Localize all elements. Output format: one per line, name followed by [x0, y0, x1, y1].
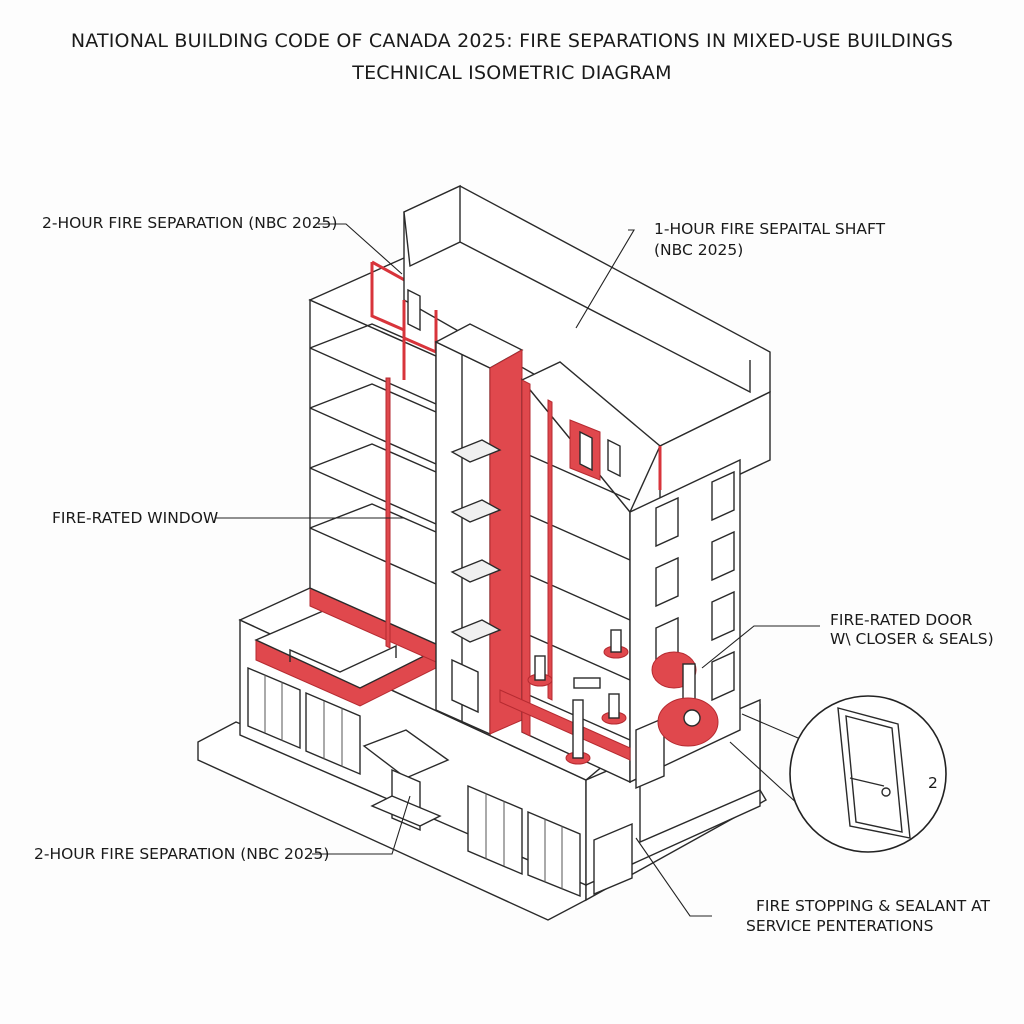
- central-stair-shaft: [434, 323, 524, 736]
- label-fire-rated-window: FIRE-RATED WINDOW: [52, 509, 219, 527]
- right-facade-windows: [635, 470, 735, 790]
- label-1hr-shaft-line1: 1-HOUR FIRE SEPAITAL SHAFT: [654, 220, 886, 238]
- label-fire-rated-door-line1: FIRE-RATED DOOR: [830, 611, 973, 629]
- label-fire-rated-door-line2: W\ CLOSER & SEALS): [830, 630, 994, 648]
- label-2hr-separation-top: 2-HOUR FIRE SEPARATION (NBC 2025): [42, 214, 338, 232]
- inner-fire-wall: [547, 399, 553, 701]
- leader-lines: [216, 223, 820, 917]
- diagram-subtitle: TECHNICAL ISOMETRIC DIAGRAM: [352, 62, 672, 84]
- label-firestop-line2: SERVICE PENTERATIONS: [746, 917, 934, 935]
- stair-landings: [450, 439, 502, 643]
- rooftop-block: [403, 184, 771, 514]
- diagram-title: NATIONAL BUILDING CODE OF CANADA 2025: F…: [70, 30, 954, 52]
- fire-separation-top-left: [370, 262, 406, 380]
- floor-fire-band: [499, 689, 631, 761]
- label-firestop-line1: FIRE STOPPING & SEALANT AT: [756, 897, 990, 915]
- shaft-fire-wall: [521, 379, 531, 737]
- fire-separation-wall-left: [385, 377, 391, 649]
- service-penetrations: [527, 629, 719, 765]
- rooftop-door: [407, 288, 421, 332]
- label-1hr-shaft-line2: (NBC 2025): [654, 241, 744, 259]
- fire-door-detail-callout: [789, 695, 947, 853]
- label-2hr-separation-bottom: 2-HOUR FIRE SEPARATION (NBC 2025): [34, 845, 330, 863]
- detail-number: 2: [928, 774, 938, 792]
